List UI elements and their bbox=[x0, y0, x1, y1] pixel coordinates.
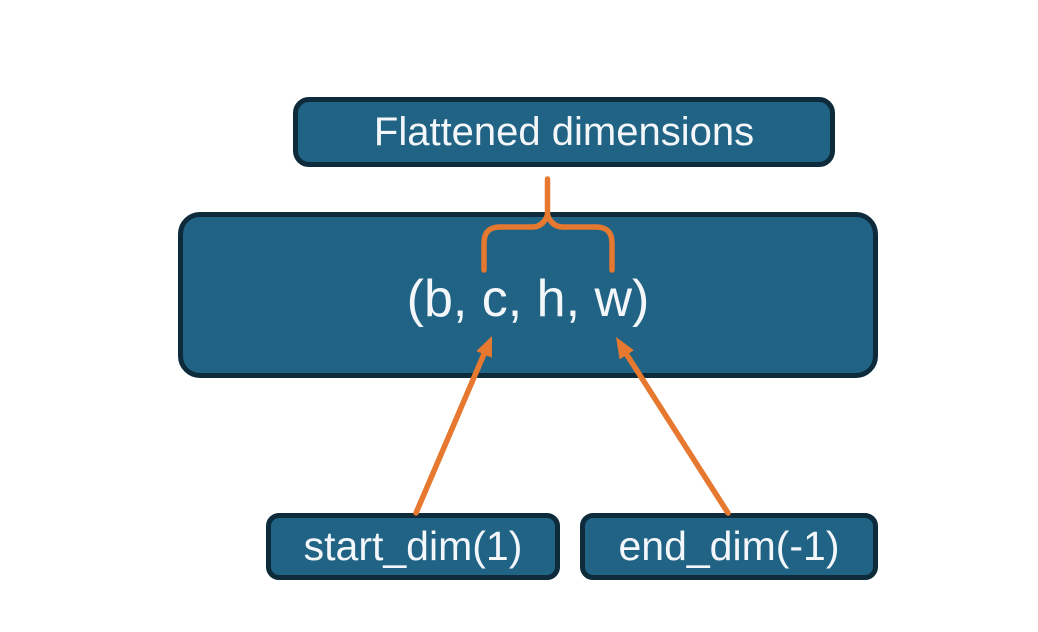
tensor-shape-label: (b, c, h, w) bbox=[406, 270, 650, 328]
flattened-dimensions-label: Flattened dimensions bbox=[373, 109, 755, 154]
node-tensor-shape: (b, c, h, w) bbox=[178, 212, 878, 378]
start-dim-label: start_dim(1) bbox=[303, 523, 523, 569]
node-start-dim: start_dim(1) bbox=[266, 513, 560, 580]
end-dim-label: end_dim(-1) bbox=[618, 523, 840, 569]
node-end-dim: end_dim(-1) bbox=[580, 513, 878, 580]
arrow-end-dim-line bbox=[624, 352, 731, 516]
node-flattened-dimensions: Flattened dimensions bbox=[293, 97, 835, 167]
